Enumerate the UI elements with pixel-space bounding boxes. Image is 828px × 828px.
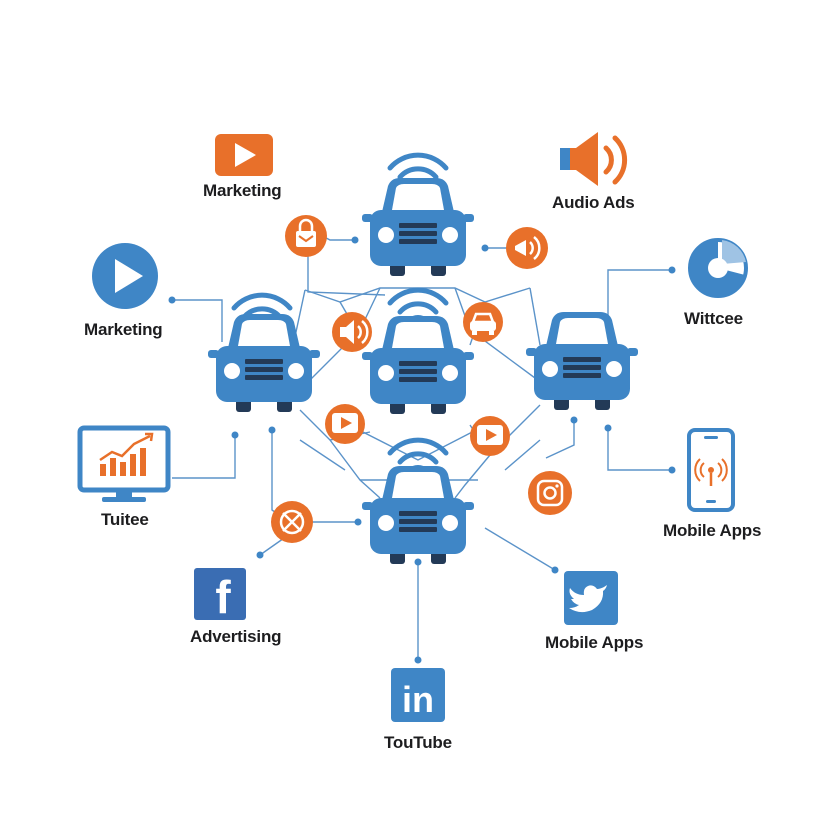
facebook-icon: f: [194, 568, 246, 623]
label-mobile-apps-right: Mobile Apps: [663, 521, 762, 540]
label-marketing-top: Marketing: [203, 181, 282, 200]
twitter-icon: [564, 571, 618, 625]
car-right: [526, 312, 638, 410]
play-circle-icon: [92, 243, 158, 309]
facebook-icon-glyph: f: [215, 571, 231, 623]
smartphone-signal-icon: [687, 428, 735, 512]
video-play-icon: [470, 416, 510, 456]
label-advertising: Advertising: [190, 627, 282, 646]
label-tuitee: Tuitee: [101, 510, 149, 529]
youtube-icon: [215, 134, 273, 176]
pie-chart-icon: [688, 238, 748, 298]
linkedin-icon-glyph: in: [402, 679, 434, 720]
chart-monitor-icon: [77, 425, 171, 502]
video-play-icon: [325, 404, 365, 444]
shopping-bag-icon: [285, 215, 327, 257]
label-toutube: TouTube: [384, 733, 452, 752]
car-center: [362, 316, 474, 414]
car-left: [208, 314, 320, 412]
car-bottom: [362, 466, 474, 564]
label-audio-ads: Audio Ads: [552, 193, 635, 212]
speaker-icon: [560, 132, 628, 186]
megaphone-icon: [506, 227, 548, 269]
label-marketing-left: Marketing: [84, 320, 163, 339]
connector-dots: [168, 236, 676, 664]
label-wittcee: Wittcee: [684, 309, 743, 328]
car-top: [362, 178, 474, 276]
linkedin-icon: in: [391, 668, 445, 722]
speaker-icon: [332, 312, 372, 352]
blocked-icon: [271, 501, 313, 543]
car-icon: [463, 302, 503, 342]
label-mobile-apps-bottom: Mobile Apps: [545, 633, 644, 652]
instagram-icon: [528, 471, 572, 515]
